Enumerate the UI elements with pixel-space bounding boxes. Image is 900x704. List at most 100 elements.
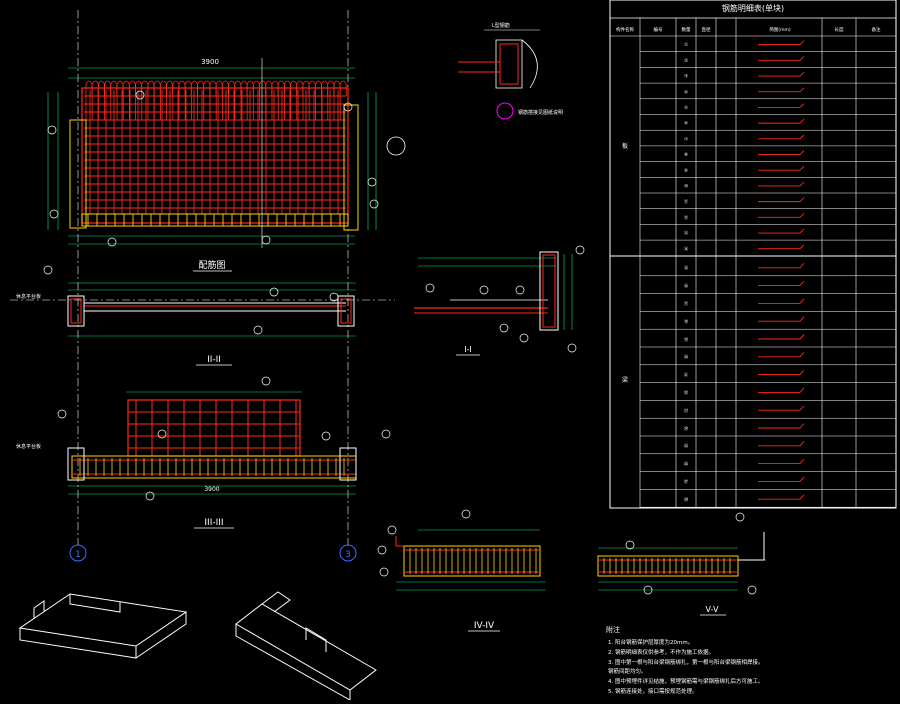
loop-bar [277,80,285,120]
loop-bar [91,80,99,120]
axis-1-label: 1 [75,550,81,560]
section-ii-left-tag: 休息平台板 [16,293,41,300]
table-columns [639,18,857,508]
table-header-cell: 备注 [872,26,881,33]
rebar-sketch [758,494,805,500]
section-iii-mesh [128,400,300,456]
rebar-sketch [758,197,805,203]
loop-bar [222,80,229,120]
row-number: ⑬ [684,230,689,237]
note-line-5: 4. 图中预埋件详见结施，预埋钢筋需与梁钢筋绑扎后方可施工。 [608,677,764,685]
notes-heading: 附注 [606,625,620,634]
row-number: ② [684,58,688,64]
loop-bar [339,80,347,120]
section-iii-title: III-III [204,518,223,528]
isometric-sketch-right [235,591,377,701]
rebar-sketch [758,150,805,155]
loop-bar [153,80,161,120]
row-number: ㉓ [684,407,689,414]
loop-bar [209,80,217,120]
row-number: ⑯ [684,282,689,289]
rebar-sketch [758,334,805,340]
rebar-sketch [758,228,805,234]
plan-top-dimension: 3900 [201,58,219,66]
loop-bar [271,80,279,120]
loop-bar [315,80,322,120]
section-ii-title: II-II [207,355,221,365]
section-ii-view: 休息平台板 II-II [16,265,356,366]
section-v-stirrups [603,558,731,574]
rebar-sketch [758,181,805,187]
loop-bar [98,80,105,120]
row-number: ③ [684,74,688,80]
row-number: ⑭ [684,245,689,252]
section-iii-stirrups [79,458,345,476]
section-iii-bottom-dimension: 3900 [204,486,219,493]
loop-bar [197,80,204,120]
rebar-sketch [758,369,805,376]
rebar-sketch [758,71,805,77]
rebar-sketch [758,118,805,124]
section-i-view: I-I [414,245,585,356]
table-header-cell: 长度 [835,26,844,33]
loop-bar [333,80,341,120]
detail-label: L型钢筋 [492,22,510,29]
loop-bar [321,80,328,120]
rebar-mesh [84,90,346,214]
loop-bar [85,80,93,120]
notes-block: 附注 1. 阳台钢筋保护层厚度为20mm。 2. 钢筋明细表仅供参考，不作为施工… [606,625,764,695]
row-number: ⑦ [684,136,688,142]
table-group-slab: 板 [622,142,628,150]
row-number: ⑳ [684,354,689,361]
rebar-sketch [758,441,805,447]
plan-view-title: 配筋图 [198,259,225,271]
rebar-sketch [758,213,805,218]
plan-view: 3900 配筋图 [47,58,406,272]
note-line-3: 3. 图中第一根与阳台梁钢筋绑扎，第一根与阳台梁钢筋相焊接。 [608,658,764,666]
isometric-sketch-left [18,593,188,659]
row-number: ⑫ [684,214,689,221]
bottom-beam-stirrups [87,214,341,226]
rebar-schedule-table: 钢筋明细表(单块) 构件名称编号数量直径简图(mm)长度备注 ①②③④⑤⑥⑦⑧⑨… [609,0,897,509]
top-bent-bars [85,80,347,120]
row-number: ⑱ [684,318,689,325]
rebar-sketch [758,316,805,322]
row-number: ⑨ [684,168,688,174]
loop-bar [215,80,223,120]
row-number: ① [684,42,688,48]
row-number: ⑪ [684,198,689,205]
loop-bar [327,80,335,120]
axis-lines [10,10,395,545]
loop-bar [265,80,273,120]
table-header-cell: 构件名称 [616,26,634,33]
loop-bar [141,80,149,120]
hook-detail: L型钢筋 钢筋搭接见图纸说明 [458,22,563,120]
loop-bar [135,80,142,120]
rebar-sketch [758,165,805,171]
section-iii-left-tag: 休息平台板 [16,443,41,450]
section-iv-view: IV-IV [377,509,546,632]
row-number: ㉕ [684,443,689,450]
table-header-cell: 简图(mm) [769,26,791,33]
rebar-sketch [758,476,805,482]
loop-bar [259,80,266,120]
note-line-4: 钢筋间距均匀。 [608,667,647,675]
axis-bubbles: 1 3 [69,544,357,562]
rebar-sketch [758,87,805,93]
rebar-sketch [758,244,805,250]
loop-bar [104,80,111,120]
loop-bar [160,80,167,120]
note-line-1: 1. 阳台钢筋保护层厚度为20mm。 [608,638,693,646]
row-number: ⑥ [684,121,688,127]
section-v-view: V-V [597,512,766,616]
loop-bar [147,80,155,120]
loop-bar [122,80,130,120]
axis-3-label: 3 [345,550,351,560]
section-iii-view: 3900 休息平台板 III-III [16,376,391,529]
row-number: ㉒ [684,389,689,396]
rebar-sketch [758,352,805,358]
section-i-title: I-I [464,345,472,354]
section-iv-stirrups [409,548,537,574]
table-header-cell: 数量 [682,26,691,33]
